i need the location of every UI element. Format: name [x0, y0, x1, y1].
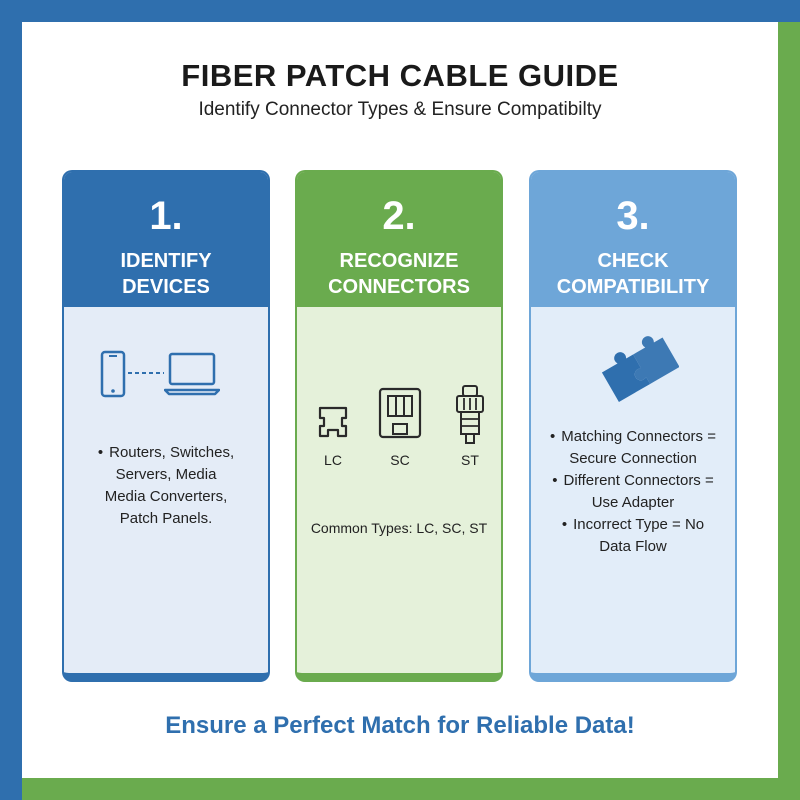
dashed-link-icon: [128, 372, 164, 374]
smartphone-icon: [100, 350, 126, 398]
device-list: •Routers, Switches, Servers, Media Media…: [64, 442, 268, 530]
frame-band-right: [778, 0, 800, 800]
laptop-icon: [164, 352, 220, 396]
list-item: Servers, Media: [115, 466, 217, 483]
frame-corner-top-right: [778, 0, 800, 22]
connector-label-sc: SC: [390, 452, 410, 468]
step-card-check-compatibility: 3. CHECK COMPATIBILITY •Matching Connect…: [529, 170, 737, 682]
step-card-identify-devices: 1. IDENTIFY DEVICES •Routers, Switches, …: [62, 170, 270, 682]
puzzle-icon: [601, 336, 679, 402]
list-item: •Matching Connectors =: [550, 428, 716, 445]
step-title-line-2: CONNECTORS: [328, 276, 470, 298]
list-item: •Routers, Switches,: [97, 444, 235, 461]
lc-connector-icon: [318, 406, 348, 438]
step-number: 2.: [382, 194, 416, 238]
sc-connector-icon: [378, 387, 422, 439]
step-number: 1.: [149, 194, 183, 238]
common-types-note: Common Types: LC, SC, ST: [310, 520, 488, 536]
compatibility-list: •Matching Connectors = Secure Connection…: [531, 426, 735, 558]
frame-band-left: [0, 0, 22, 800]
list-item: Data Flow: [599, 538, 667, 555]
card-header: 1. IDENTIFY DEVICES: [64, 172, 268, 307]
page-subtitle: Identify Connector Types & Ensure Compat…: [198, 99, 602, 120]
connector-label-st: ST: [461, 452, 479, 468]
connector-label-lc: LC: [324, 452, 342, 468]
frame-band-bottom: [0, 778, 800, 800]
frame-corner-bottom-left: [0, 778, 22, 800]
step-title-line-2: DEVICES: [122, 276, 210, 298]
step-title: CHECK COMPATIBILITY: [531, 248, 735, 300]
step-title-line-1: RECOGNIZE: [339, 250, 459, 272]
step-title: IDENTIFY DEVICES: [64, 248, 268, 300]
step-card-recognize-connectors: 2. RECOGNIZE CONNECTORS LC SC ST Common …: [295, 170, 503, 682]
list-item: •Different Connectors =: [552, 472, 714, 489]
frame-band-top: [0, 0, 778, 22]
page-title: FIBER PATCH CABLE GUIDE: [181, 58, 619, 93]
step-title-line-2: COMPATIBILITY: [556, 276, 710, 298]
list-item: Patch Panels.: [119, 510, 213, 527]
list-item: Media Converters,: [104, 488, 228, 505]
st-connector-icon: [456, 385, 484, 444]
step-title: RECOGNIZE CONNECTORS: [297, 248, 501, 300]
list-item: •Incorrect Type = No: [561, 516, 705, 533]
footer-slogan: Ensure a Perfect Match for Reliable Data…: [165, 712, 635, 739]
step-number: 3.: [616, 194, 650, 238]
card-header: 2. RECOGNIZE CONNECTORS: [297, 172, 501, 307]
list-item: Secure Connection: [569, 450, 697, 467]
step-title-line-1: CHECK: [597, 250, 669, 272]
card-header: 3. CHECK COMPATIBILITY: [531, 172, 735, 307]
list-item: Use Adapter: [591, 494, 675, 511]
step-title-line-1: IDENTIFY: [120, 250, 212, 272]
